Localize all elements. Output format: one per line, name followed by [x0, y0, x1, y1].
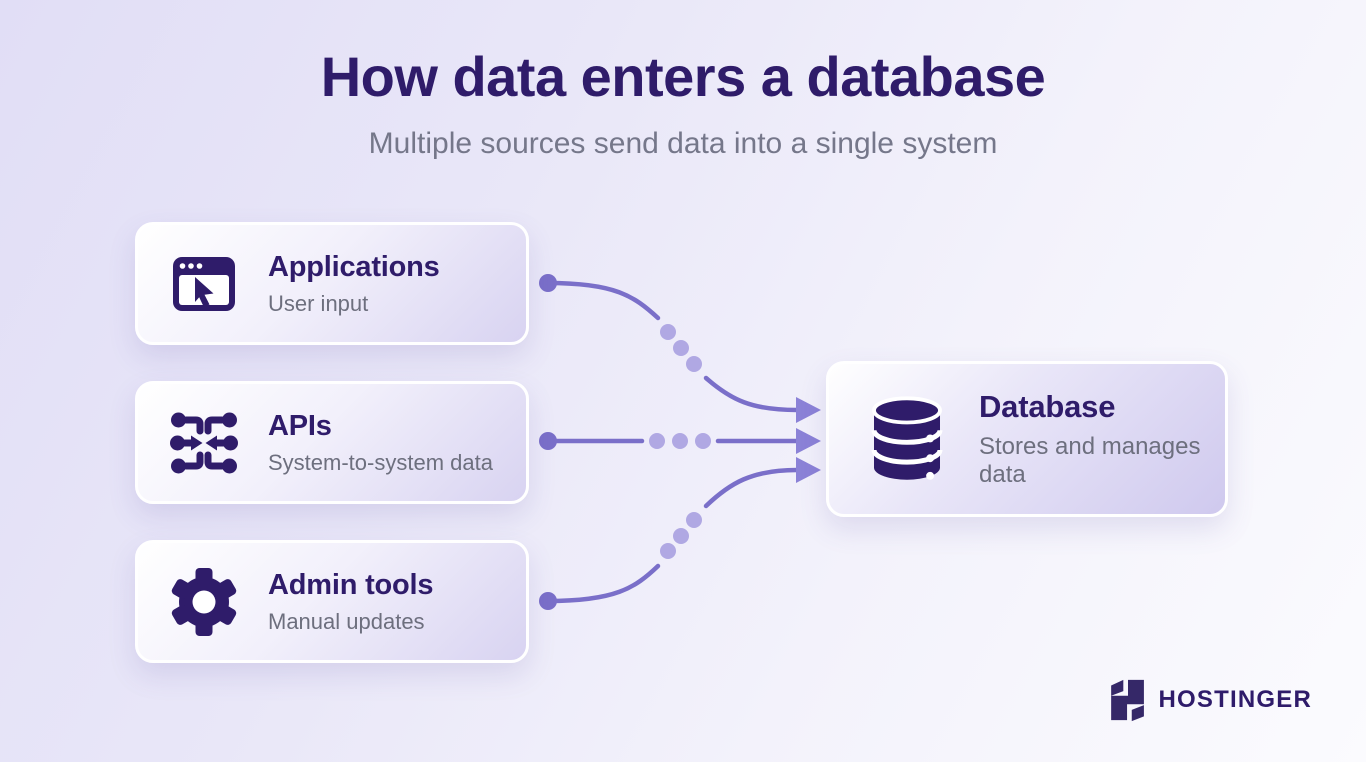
- hostinger-logo: HOSTINGER: [1110, 678, 1312, 722]
- card-admin-tools: Admin tools Manual updates: [135, 540, 529, 663]
- card-subtitle-apis: System-to-system data: [268, 449, 493, 475]
- header: How data enters a database Multiple sour…: [0, 44, 1366, 161]
- card-subtitle-applications: User input: [268, 290, 369, 316]
- gear-icon: [171, 567, 237, 636]
- database-icon: [871, 396, 943, 480]
- page-subtitle: Multiple sources send data into a single…: [368, 127, 998, 160]
- card-title-apis: APIs: [268, 409, 332, 442]
- connector-applications-to-database: [539, 274, 821, 423]
- api-icon: [170, 412, 238, 473]
- connector-admin-to-database: [539, 457, 821, 610]
- card-title-applications: Applications: [268, 250, 440, 283]
- card-subtitle-database: Stores and manages data: [979, 433, 1201, 488]
- page-title: How data enters a database: [320, 45, 1046, 108]
- card-subtitle-admin-tools: Manual updates: [268, 608, 425, 634]
- hostinger-h-icon: [1110, 679, 1144, 722]
- browser-cursor-icon: [173, 256, 235, 311]
- hostinger-wordmark: HOSTINGER: [1158, 686, 1312, 713]
- card-apis: APIs System-to-system data: [135, 381, 529, 504]
- connector-apis-to-database: [539, 428, 821, 454]
- card-title-admin-tools: Admin tools: [268, 568, 434, 601]
- card-title-database: Database: [979, 389, 1116, 424]
- card-database: Database Stores and manages data: [826, 361, 1228, 517]
- card-applications: Applications User input: [135, 222, 529, 345]
